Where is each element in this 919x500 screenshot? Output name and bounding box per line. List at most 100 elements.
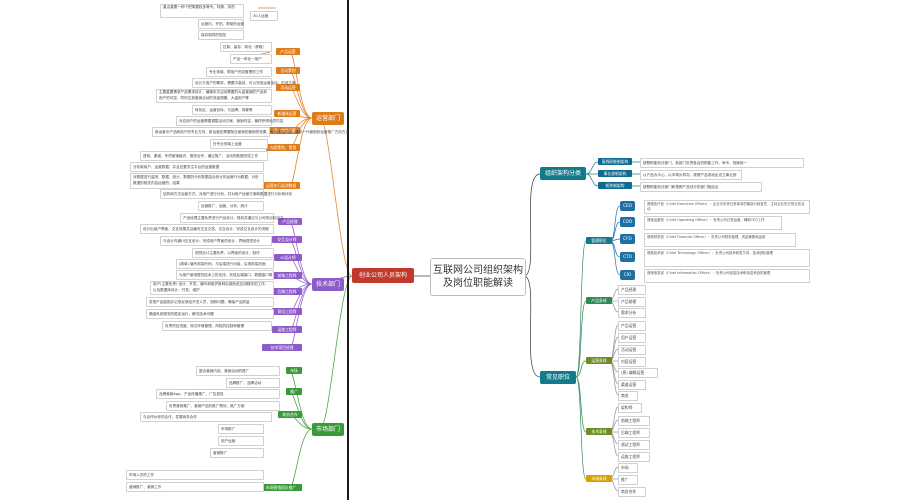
- tech-item-0[interactable]: 架构师: [618, 403, 642, 413]
- role-cfo[interactable]: CFO: [620, 234, 635, 244]
- ops-item-3[interactable]: 内容运营: [618, 357, 646, 367]
- ops-text-5: 拉新、留存、转化（获取）: [220, 42, 272, 52]
- ops-text-0: 重点重要一种个把简要较多等专、特殊、你的: [160, 4, 244, 18]
- common-roles-node[interactable]: 常见职位: [540, 371, 576, 384]
- ops-text-1: 运营内、开拓、帮助的运营: [198, 19, 244, 29]
- market-item-2[interactable]: 商务合作: [618, 487, 646, 497]
- ops-item-5[interactable]: 渠道运营: [618, 380, 646, 390]
- role-ceo-desc: 首席执行官（Chief Executive Officer）：企业中负责日常事务…: [644, 200, 810, 214]
- market-tag-0[interactable]: 市场: [286, 367, 302, 374]
- tech-text-3: 视觉设计主要负责、以界面的设计、制作: [192, 248, 274, 258]
- ops-text-14: 提前、渠道、专项营销组织、推进合作，通过推广、活动的数据完成工作: [140, 151, 268, 161]
- product-line-node[interactable]: 产品条线: [586, 297, 612, 304]
- tech-dept-node[interactable]: 技术部门: [312, 278, 344, 291]
- tech-tag-3[interactable]: 前端工程师: [272, 272, 302, 279]
- ops-text-17: 结构和方式运营方式、对用户进行分析，并对用户运营方案和数据进行分析和优化: [160, 189, 292, 199]
- ops-text-12: 新运营中产品和用户的专业方向，新运营还需要配合营销的营销的效果、有产品的产品、最…: [152, 127, 349, 137]
- ops-text-6: 产品一体化一用户: [230, 54, 272, 64]
- market-text-8: 市场人员的工作: [126, 470, 264, 480]
- tech-line-node[interactable]: 技术条线: [586, 428, 612, 435]
- ops-text-16: 对数据进行监测、数据、统计、数据的分析数据结合统计的运营行为数据、分析数据的相关…: [130, 173, 264, 189]
- tech-tag-5[interactable]: 测试工程师: [272, 308, 302, 315]
- mgmt-node[interactable]: 管理职位: [586, 237, 612, 244]
- product-item-2[interactable]: 需求分析: [618, 308, 646, 318]
- ops-tag-6[interactable]: 运营执行监测数据: [262, 182, 300, 189]
- tech-tag-6[interactable]: 运维工程师: [272, 326, 302, 333]
- ops-text-10: 转化区、运营目标、与品牌、场景等: [192, 105, 272, 115]
- market-text-4: 与合作伙伴的合作，发展商务合作: [140, 412, 272, 422]
- org-types-node[interactable]: 组织架构分类: [540, 167, 586, 180]
- org-tag-2[interactable]: 矩阵制架构: [598, 182, 632, 189]
- ops-text-13: 在专业领域上运营: [210, 139, 268, 149]
- ops-item-4[interactable]: (原) 编辑运营: [618, 368, 658, 378]
- role-cio[interactable]: CIO: [620, 270, 635, 280]
- role-coo-desc: 首席运营官（Chief Operating Officer）：负责公司日常运营，…: [644, 216, 782, 230]
- ops-tag-0[interactable]: 产品运营: [276, 48, 300, 55]
- ops-item-2[interactable]: 活动运营: [618, 345, 646, 355]
- tech-item-3[interactable]: 测试工程师: [618, 440, 650, 450]
- market-line-node[interactable]: 市场条线: [586, 475, 612, 482]
- role-cto[interactable]: CTO: [620, 252, 635, 262]
- tech-text-5: 为用户使用提供技术上的支持，完成后端接口、数据接口等: [176, 270, 274, 280]
- market-text-7: 营销推广: [210, 448, 264, 458]
- market-text-5: 市场推广: [218, 424, 264, 434]
- connector-center-roles: [523, 275, 541, 378]
- market-dept-node[interactable]: 市场部门: [312, 423, 344, 436]
- product-item-0[interactable]: 产品经理: [618, 285, 646, 295]
- tech-text-2: 与设计沟通UI交互设计；完成用户界面的设计，界面视觉设计: [160, 236, 272, 246]
- ops-text-11: 对应用户的运营需要调整活动方案、营销内容、最终获得优质内容: [176, 116, 283, 126]
- product-item-1[interactable]: 产品助理: [618, 297, 646, 307]
- tech-item-4[interactable]: 运维工程师: [618, 452, 650, 462]
- ops-text-3: 30人运营: [250, 11, 278, 21]
- ops-tag-1[interactable]: 活动策划: [276, 67, 300, 74]
- central-topic[interactable]: 互联网公司组织架构 及岗位职能解读: [430, 258, 526, 296]
- tech-text-0: 产品经理主要负责进行产品设计、规划并通过与公司的目标交互: [180, 213, 284, 223]
- tech-tag-4[interactable]: 后端工程师: [272, 288, 302, 295]
- root-left-node[interactable]: 创业公司人员架构: [352, 268, 414, 283]
- org-tag-0[interactable]: 直线职能制架构: [598, 158, 632, 165]
- market-text-3: 负责营销推广、营销产品的推广策划、推广方案: [166, 401, 280, 411]
- tech-text-6: 用户(主要负责) 设计、开发、编写和维护各种后端系统应用程序的工作，以及数据库设…: [150, 281, 274, 295]
- tech-tag-2[interactable]: UI设计师: [274, 254, 302, 261]
- ops-text-9: 主要重要需求产品需求设计，编辑本次活动需要的大量营销的产品和用户的可控、同时达到…: [156, 89, 272, 103]
- divider-line: [347, 0, 349, 500]
- tech-text-4: (简单) 编写前端代码，与后端进行对接，实现前端页面: [176, 259, 274, 269]
- tech-text-9: 负责项目进度、测试环境管理、风险的控制和管理: [162, 321, 272, 331]
- ops-item-1[interactable]: 用户运营: [618, 333, 646, 343]
- tech-item-2[interactable]: 后端工程师: [618, 428, 650, 438]
- ops-line-node[interactable]: 运营条线: [586, 357, 612, 364]
- connector-center-org: [523, 173, 541, 277]
- role-ceo[interactable]: CEO: [620, 201, 635, 211]
- org-tag-1[interactable]: 事业部制架构: [598, 170, 632, 177]
- org-text-2: 按照职能划分部门和按照产品划分的部门相结合: [640, 182, 762, 192]
- central-topic-line1: 互联网公司组织架构: [433, 265, 523, 276]
- tech-item-1[interactable]: 前端工程师: [618, 416, 650, 426]
- role-coo[interactable]: COO: [620, 217, 635, 227]
- market-item-1[interactable]: 推广: [618, 475, 638, 485]
- tech-tag-0[interactable]: 产品经理: [278, 218, 302, 225]
- ops-tag-2[interactable]: 活动运营: [276, 84, 300, 91]
- market-item-0[interactable]: 市场: [618, 463, 638, 473]
- tech-text-7: 发现产品缺陷并记录反馈给开发人员、追踪问题，确保产品质量: [146, 297, 274, 307]
- ops-tag-5[interactable]: 内容策划、策划: [266, 144, 300, 151]
- ops-dept-node[interactable]: 运营部门: [312, 112, 344, 125]
- ops-item-0[interactable]: 产品运营: [618, 321, 646, 331]
- role-cto-desc: 首席技术官（Chief Technology Officer）：负责公司技术研发…: [644, 249, 810, 267]
- market-tag-2[interactable]: 商务合作: [278, 411, 302, 418]
- tech-text-8: 确保系统服务的稳定运行，解决技术问题: [146, 309, 274, 319]
- ops-text-2: 保存相同的规范: [198, 30, 244, 40]
- tech-tag-1[interactable]: 交互设计师: [272, 236, 302, 243]
- role-cfo-desc: 首席财务官（Chief Financial Officer）：负责公司财务管理、…: [644, 233, 796, 247]
- ops-text-18: 运营推广、运营、分析、统计: [198, 201, 264, 211]
- market-text-1: 品牌推广、品牌活动: [226, 378, 280, 388]
- ops-tag-4[interactable]: (原) 编辑运营: [268, 127, 300, 134]
- role-cio-desc: 首席信息官（Chief Information Officer）：负责公司信息技…: [644, 269, 810, 283]
- tech-tag-7[interactable]: 技术项目经理: [262, 344, 302, 351]
- ops-tag-3[interactable]: 新媒体运营: [274, 110, 300, 117]
- central-topic-line2: 及岗位职能解读: [443, 278, 513, 289]
- ops-item-6[interactable]: 商务: [618, 391, 638, 401]
- market-text-6: 用户运营: [218, 436, 264, 446]
- org-text-0: 按照职能划分部门，各部门负责各自的职能工作，命令、指挥统一: [640, 158, 804, 168]
- market-tag-1[interactable]: 推广: [286, 388, 302, 395]
- market-tag-3[interactable]: 市场营销团队推广: [260, 484, 302, 491]
